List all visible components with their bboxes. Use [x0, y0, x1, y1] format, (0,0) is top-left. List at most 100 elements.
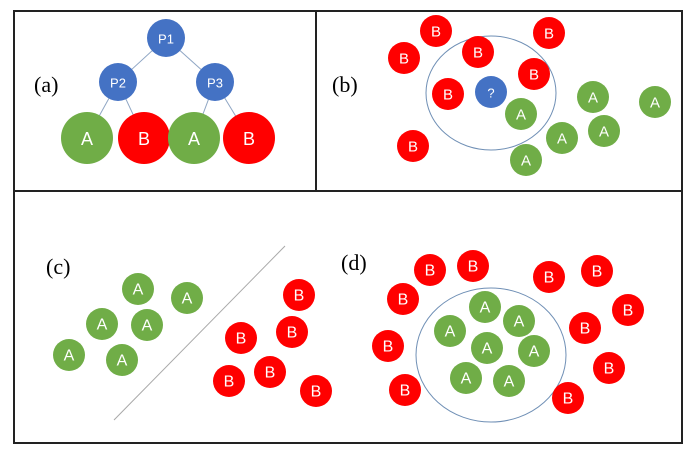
- class-b-point-circle: [552, 382, 584, 414]
- class-b-point-label: B: [431, 24, 441, 41]
- class-b-point-label: B: [265, 365, 276, 382]
- class-a-point-label: A: [142, 318, 153, 335]
- class-b-point-label: B: [623, 303, 634, 320]
- class-a-point: A: [131, 309, 163, 341]
- tree-node-internal-circle: [99, 63, 137, 101]
- query-point-circle: [475, 76, 507, 108]
- class-b-point-label: B: [294, 288, 305, 305]
- class-a-point: A: [434, 315, 466, 347]
- class-b-point: B: [533, 261, 565, 293]
- class-a-point: A: [510, 144, 542, 176]
- class-b-point-label: B: [544, 26, 554, 43]
- class-b-point-circle: [225, 322, 257, 354]
- class-b-point: B: [420, 15, 452, 47]
- enclosing-boundary: [415, 287, 567, 423]
- tree-node-root-circle: [147, 19, 185, 57]
- tree-leaf-node-label: A: [81, 129, 93, 149]
- panel-d-label: (d): [341, 250, 367, 275]
- class-b-point-circle: [581, 255, 613, 287]
- class-b-point-label: B: [563, 391, 574, 408]
- class-b-point: B: [388, 42, 420, 74]
- class-b-point-circle: [414, 254, 446, 286]
- tree-node-internal-circle: [196, 63, 234, 101]
- tree-node-root: P1: [147, 19, 185, 57]
- neighborhood-boundary: [425, 35, 557, 151]
- class-b-point-circle: [518, 58, 550, 90]
- tree-leaf-node: A: [61, 112, 113, 164]
- class-a-point-label: A: [504, 374, 515, 391]
- class-b-point-circle: [533, 17, 565, 49]
- class-b-point: B: [432, 78, 464, 110]
- class-a-point: A: [53, 339, 85, 371]
- class-b-point: B: [372, 330, 404, 362]
- class-b-point-label: B: [399, 51, 409, 68]
- panel-c-label: (c): [46, 254, 70, 279]
- tree-leaf-node-label: A: [188, 129, 200, 149]
- class-a-point-label: A: [650, 95, 660, 112]
- class-b-point-circle: [300, 375, 332, 407]
- class-a-point-circle: [518, 335, 550, 367]
- class-a-point-circle: [471, 332, 503, 364]
- class-b-point-label: B: [425, 263, 436, 280]
- class-a-point-circle: [505, 98, 537, 130]
- class-a-point: A: [577, 81, 609, 113]
- class-b-point: B: [569, 312, 601, 344]
- class-b-point: B: [283, 279, 315, 311]
- class-a-point: A: [469, 291, 501, 323]
- class-a-point-label: A: [482, 341, 493, 358]
- class-b-point-label: B: [287, 325, 298, 342]
- tree-leaf-node-circle: [223, 112, 275, 164]
- class-a-point-label: A: [516, 107, 526, 124]
- class-a-point-circle: [450, 362, 482, 394]
- class-b-point-label: B: [544, 270, 555, 287]
- class-b-point: B: [414, 254, 446, 286]
- class-a-point-label: A: [182, 291, 193, 308]
- class-a-point-circle: [131, 309, 163, 341]
- class-b-point-label: B: [592, 264, 603, 281]
- class-b-point: B: [462, 36, 494, 68]
- class-a-point-circle: [546, 122, 578, 154]
- class-a-point-circle: [503, 305, 535, 337]
- class-b-point: B: [552, 382, 584, 414]
- class-b-point: B: [581, 255, 613, 287]
- class-b-point: B: [533, 17, 565, 49]
- tree-leaf-node-label: B: [243, 129, 255, 149]
- class-b-point-label: B: [468, 259, 479, 276]
- class-a-point-label: A: [588, 90, 598, 107]
- class-a-point: A: [86, 308, 118, 340]
- class-a-point: A: [171, 282, 203, 314]
- class-a-point-circle: [434, 315, 466, 347]
- tree-leaf-node-label: B: [138, 129, 150, 149]
- tree-node-root-label: P1: [158, 32, 174, 47]
- class-b-point-circle: [372, 330, 404, 362]
- class-b-point: B: [397, 130, 429, 162]
- class-b-point: B: [593, 352, 625, 384]
- class-a-point-circle: [469, 291, 501, 323]
- class-b-point-circle: [389, 374, 421, 406]
- class-b-point-circle: [213, 365, 245, 397]
- class-b-point-label: B: [311, 384, 322, 401]
- class-b-point-circle: [254, 356, 286, 388]
- class-b-point: B: [300, 375, 332, 407]
- class-b-point-circle: [397, 130, 429, 162]
- class-b-point-label: B: [224, 374, 235, 391]
- class-b-point-circle: [457, 250, 489, 282]
- class-b-point-label: B: [443, 87, 453, 104]
- class-a-point-circle: [171, 282, 203, 314]
- class-a-point-label: A: [461, 371, 472, 388]
- class-b-point-circle: [276, 316, 308, 348]
- class-a-point: A: [546, 122, 578, 154]
- linear-separator: [113, 245, 286, 421]
- class-a-point: A: [639, 86, 671, 118]
- class-b-point-label: B: [473, 45, 483, 62]
- class-a-point: A: [471, 332, 503, 364]
- tree-leaf-node: A: [168, 112, 220, 164]
- class-a-point: A: [106, 344, 138, 376]
- class-b-point-circle: [533, 261, 565, 293]
- class-b-point: B: [225, 322, 257, 354]
- class-a-point-label: A: [514, 314, 525, 331]
